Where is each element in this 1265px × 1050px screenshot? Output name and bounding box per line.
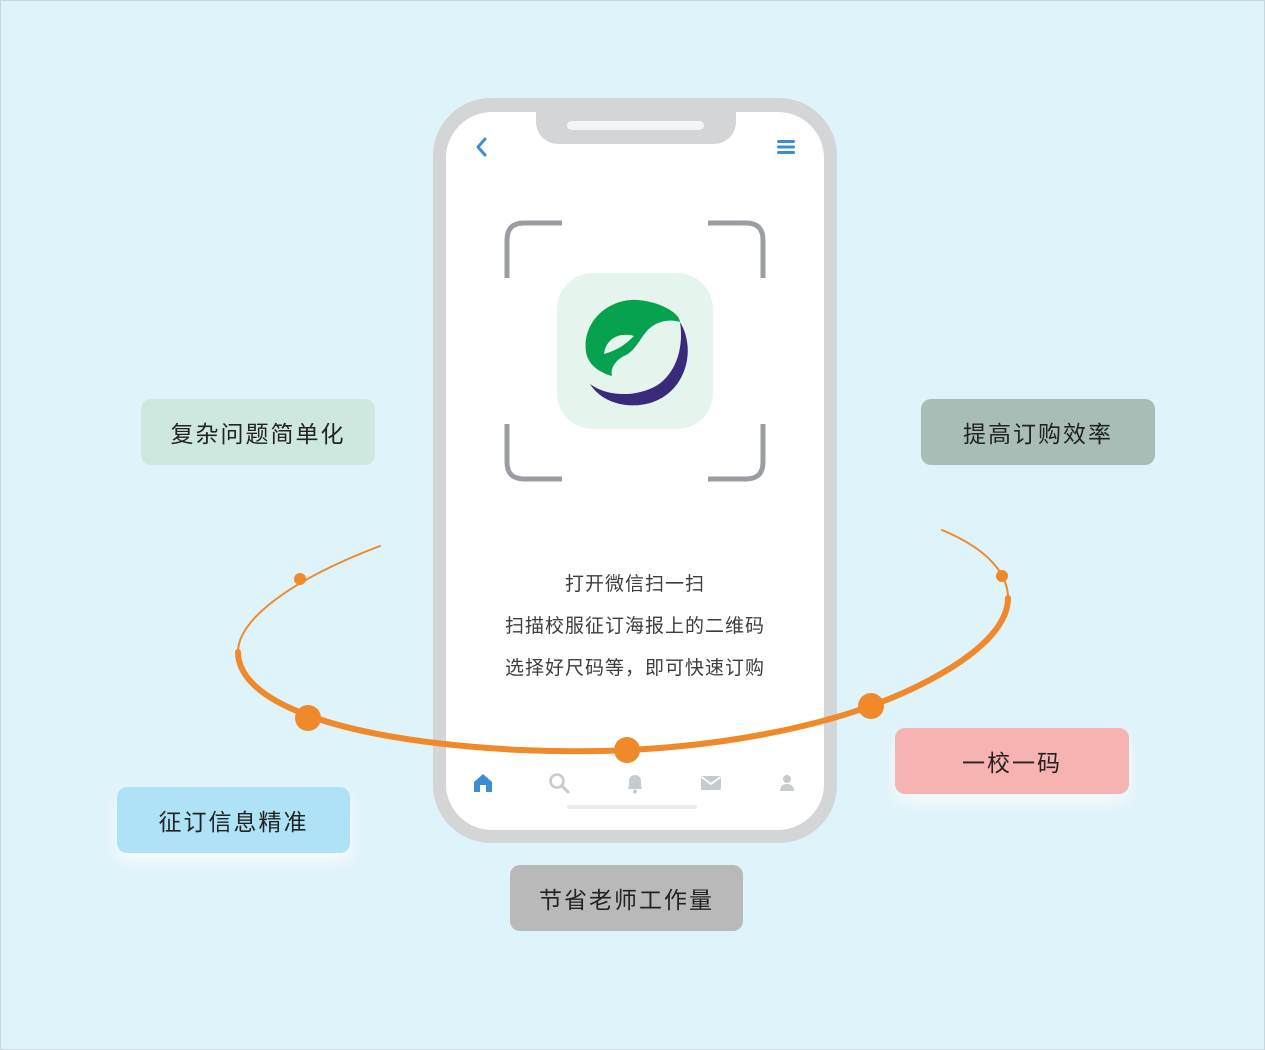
feature-save-teacher-work-label: 节省老师工作量 (510, 865, 743, 931)
feature-simplify-label: 复杂问题简单化 (141, 399, 375, 465)
feature-one-school-one-code-label: 一校一码 (895, 728, 1129, 794)
instruction-line-2: 扫描校服征订海报上的二维码 (504, 615, 765, 637)
home-icon[interactable] (468, 768, 498, 798)
mail-icon[interactable] (696, 768, 726, 798)
hamburger-menu-icon[interactable] (774, 135, 798, 159)
phone-speaker (567, 121, 704, 130)
user-icon[interactable] (772, 768, 802, 798)
instruction-line-3: 选择好尺码等，即可快速订购 (504, 657, 765, 679)
search-icon[interactable] (544, 768, 574, 798)
feature-accurate-info-label: 征订信息精准 (117, 787, 350, 853)
scan-instructions: 打开微信扫一扫 扫描校服征订海报上的二维码 选择好尺码等，即可快速订购 (446, 567, 824, 693)
scan-frame (504, 220, 766, 482)
home-indicator (567, 805, 697, 809)
chevron-left-icon[interactable] (470, 135, 494, 159)
app-logo-icon (585, 299, 688, 406)
feature-efficiency-label: 提高订购效率 (921, 399, 1155, 465)
bell-icon[interactable] (620, 768, 650, 798)
instruction-line-1: 打开微信扫一扫 (564, 573, 705, 595)
bottom-tab-bar (446, 768, 824, 802)
